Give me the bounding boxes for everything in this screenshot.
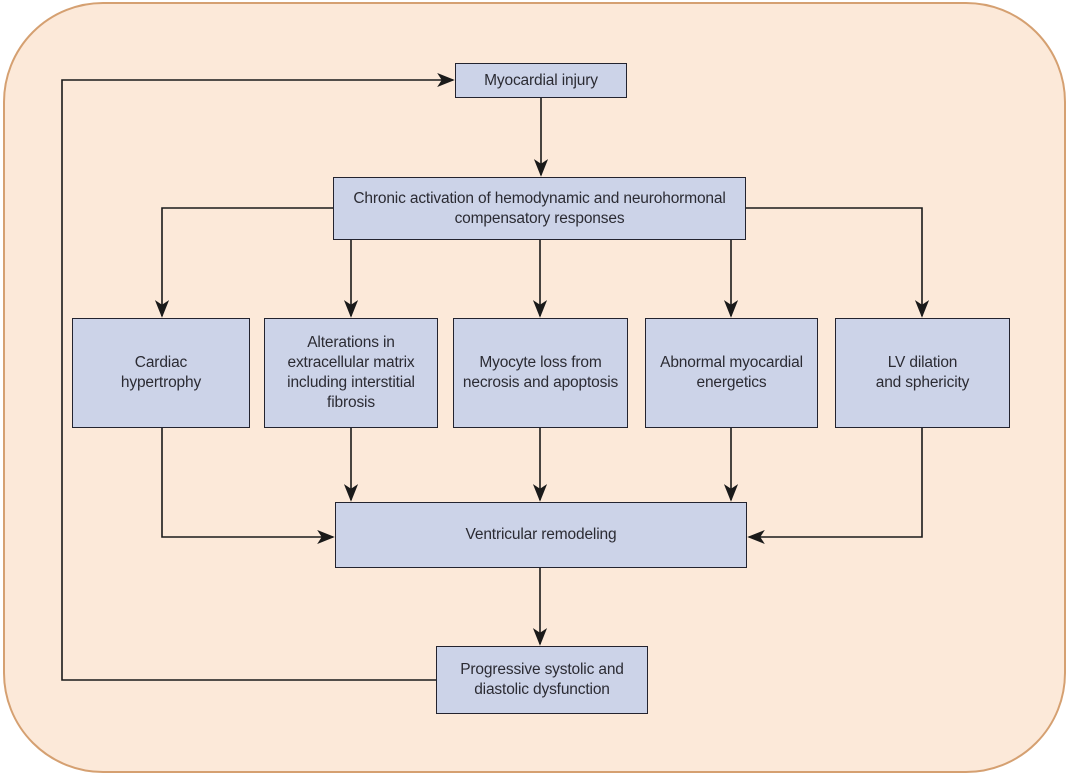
node-myocardial-injury: Myocardial injury (455, 63, 627, 98)
node-myocyte-loss: Myocyte loss from necrosis and apoptosis (453, 318, 628, 428)
node-cardiac-hypertrophy: Cardiac hypertrophy (72, 318, 250, 428)
node-ecm-alterations: Alterations in extracellular matrix incl… (264, 318, 438, 428)
node-abnormal-energetics: Abnormal myocardial energetics (645, 318, 818, 428)
node-lv-dilation: LV dilation and sphericity (835, 318, 1010, 428)
node-ventricular-remodeling: Ventricular remodeling (335, 502, 747, 568)
node-progressive-dysfunction: Progressive systolic and diastolic dysfu… (436, 646, 648, 714)
node-chronic-activation: Chronic activation of hemodynamic and ne… (333, 177, 746, 240)
